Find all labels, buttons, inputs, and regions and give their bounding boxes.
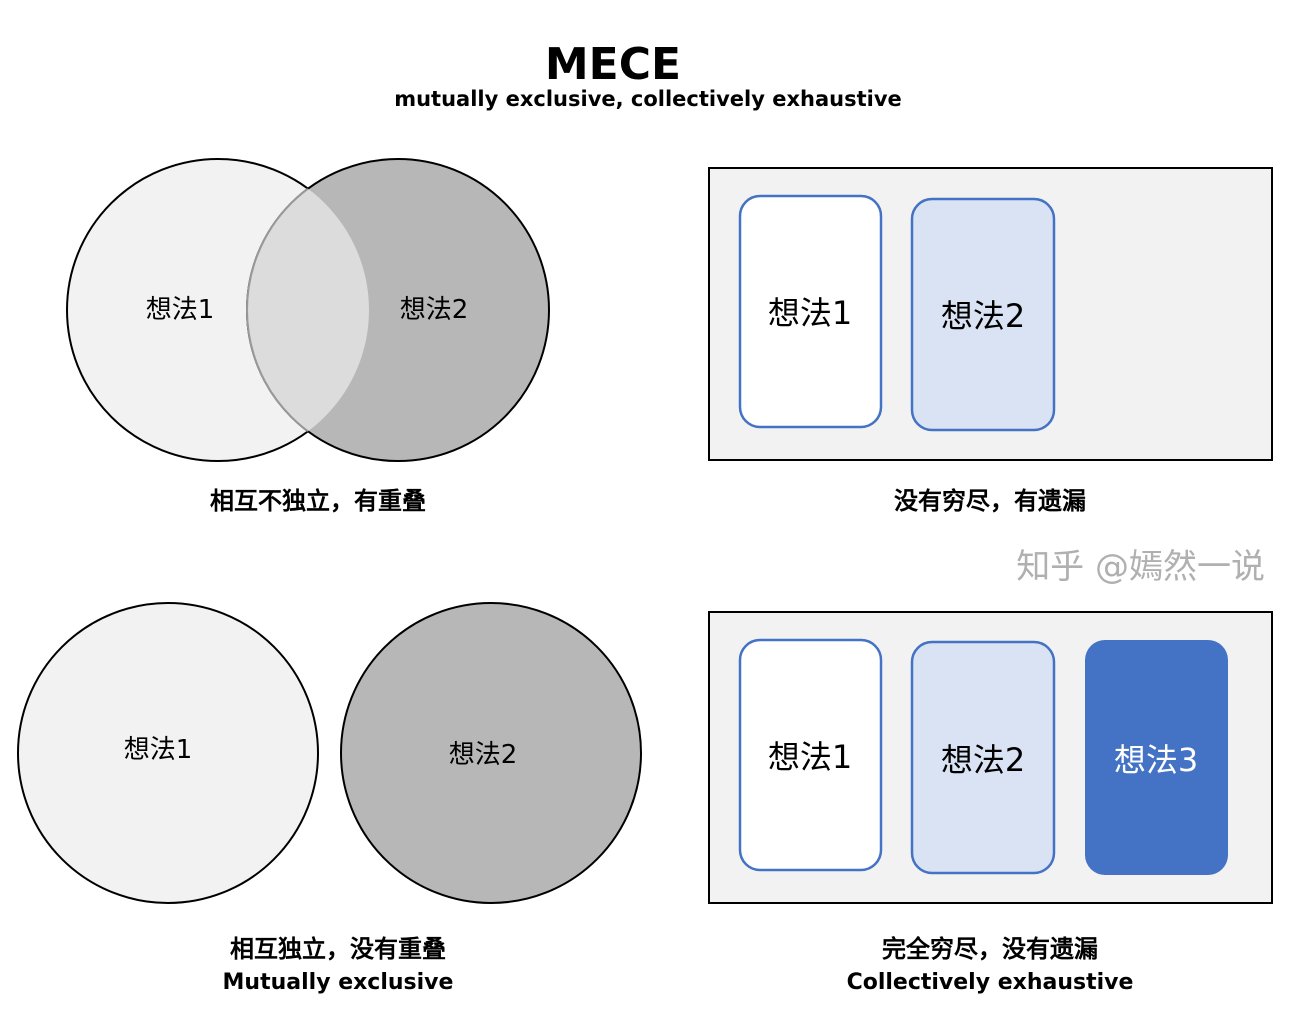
card-label-1: 想法1 [768,294,852,332]
card-idea-1 [738,638,883,872]
card-label-2: 想法2 [941,741,1025,779]
caption-overlap: 相互不独立，有重叠 [210,487,426,515]
caption-exclusive-cn: 相互独立，没有重叠 [230,935,446,963]
circle-idea-2 [340,602,642,904]
card-idea-2 [910,197,1056,432]
venn-label-1: 想法1 [146,295,215,325]
watermark: 知乎 @嫣然一说 [1016,547,1265,587]
caption-exhaustive-cn: 完全穷尽，没有遗漏 [882,935,1098,963]
subtitle: mutually exclusive, collectively exhaust… [394,87,902,111]
title: MECE [545,39,681,90]
complete-panel: 想法1 想法2 想法3 [708,611,1273,904]
incomplete-panel: 想法1 想法2 [708,167,1273,461]
venn-label-2: 想法2 [400,295,469,325]
card-idea-2 [910,640,1056,875]
caption-exhaustive-en: Collectively exhaustive [847,970,1134,995]
card-label-1: 想法1 [768,738,852,776]
caption-exclusive-en: Mutually exclusive [223,970,454,995]
card-idea-1 [738,194,883,429]
overlapping-venn: 想法1 想法2 [66,158,550,462]
circle-idea-1 [17,602,319,904]
card-label-3: 想法3 [1114,741,1198,779]
card-idea-3 [1085,640,1228,875]
overlap-region [246,159,369,461]
caption-incomplete: 没有穷尽，有遗漏 [894,487,1086,515]
circle-label-1: 想法1 [124,735,193,765]
separate-circles: 想法1 想法2 [17,602,642,904]
circle-label-2: 想法2 [449,740,518,770]
card-label-2: 想法2 [941,297,1025,335]
